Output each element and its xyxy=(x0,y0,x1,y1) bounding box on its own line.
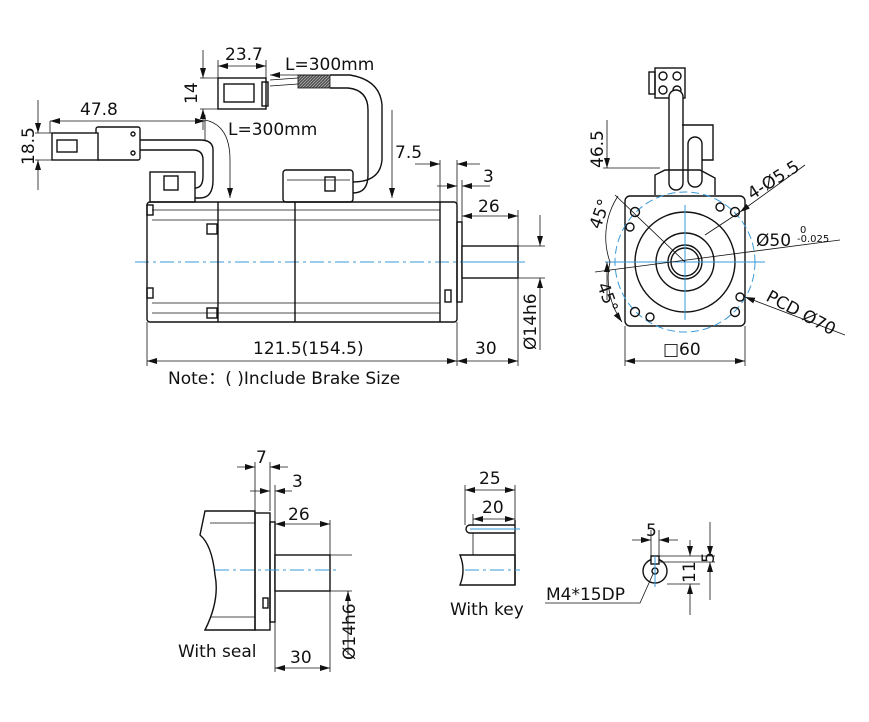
angle-upper: 45° xyxy=(586,197,615,232)
dim-flange-3: 3 xyxy=(483,167,494,187)
dim-shaft-diameter: Ø14h6 xyxy=(521,293,541,350)
seal-dim-shaft-diameter: Ø14h6 xyxy=(340,603,360,660)
encoder-connector xyxy=(51,126,214,203)
key-caption: With key xyxy=(450,600,524,620)
seal-dim-26: 26 xyxy=(288,505,310,525)
side-view: 47.8 18.5 23.7 14 L=300mm L=300mm 7.5 3 … xyxy=(19,45,545,389)
pilot-tolerance-upper: 0 xyxy=(800,225,806,236)
dim-flange-7-5: 7.5 xyxy=(395,143,422,163)
flange-square xyxy=(624,195,746,327)
dim-connector-height: 46.5 xyxy=(588,130,608,168)
side-dimensions: 47.8 18.5 23.7 14 L=300mm L=300mm 7.5 3 … xyxy=(19,45,545,389)
seal-caption: With seal xyxy=(178,642,256,662)
end-dim-11: 11 xyxy=(680,561,700,583)
cable-length-encoder: L=300mm xyxy=(228,120,317,140)
pcd-label: PCD Ø70 xyxy=(763,287,839,340)
dim-encoder-height: 18.5 xyxy=(19,127,39,165)
end-dim-key-depth: 5 xyxy=(699,552,719,563)
front-view: 46.5 45° 45° 4-Ø5.5 Ø50 0 -0.025 PCD Ø70… xyxy=(586,67,846,366)
brake-note: Note：( )Include Brake Size xyxy=(168,369,400,389)
dim-shaft-30: 30 xyxy=(475,339,497,359)
angle-lower: 45° xyxy=(592,280,621,315)
pilot-tolerance-lower: -0.025 xyxy=(797,234,829,245)
mount-holes-label: 4-Ø5.5 xyxy=(744,157,803,204)
dim-power-height: 14 xyxy=(182,82,202,104)
power-connector xyxy=(217,74,383,203)
dim-shaft-26: 26 xyxy=(478,197,500,217)
dim-power-width: 23.7 xyxy=(225,45,263,65)
flange-square-label: □60 xyxy=(663,340,701,360)
thread-label: M4*15DP xyxy=(546,585,625,605)
dim-encoder-width: 47.8 xyxy=(80,100,118,120)
key-dim-20: 20 xyxy=(482,498,504,518)
key-dim-25: 25 xyxy=(479,469,501,489)
seal-dim-7: 7 xyxy=(256,448,267,468)
seal-view: 7 3 26 Ø14h6 30 With seal xyxy=(178,448,360,672)
pilot-diameter: Ø50 xyxy=(756,231,791,251)
key-view: 25 20 With key xyxy=(450,469,524,620)
seal-dim-3: 3 xyxy=(292,472,303,492)
cable-length-power: L=300mm xyxy=(285,55,374,75)
end-dim-key-width: 5 xyxy=(646,521,657,541)
seal-dim-30: 30 xyxy=(290,648,312,668)
dim-body-length: 121.5(154.5) xyxy=(253,339,364,359)
shaft-end-view: 5 5 11 M4*15DP xyxy=(545,521,719,615)
